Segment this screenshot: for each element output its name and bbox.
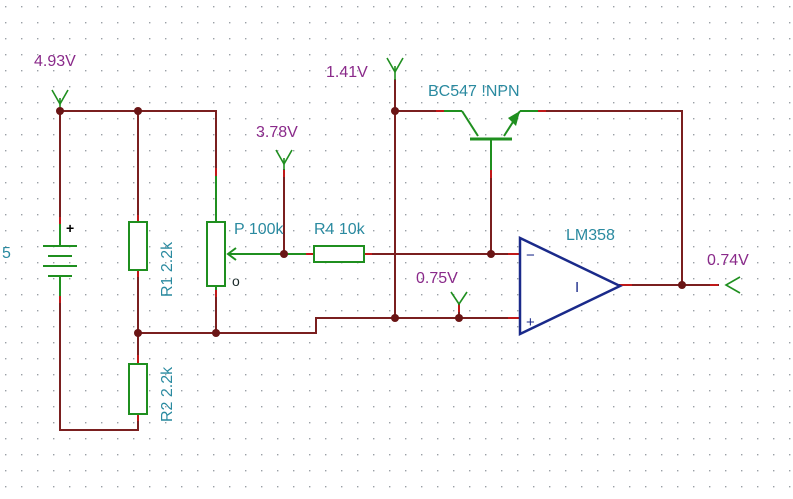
probe-battery-top-label: 4.93V (34, 53, 76, 70)
junction-wiper (280, 250, 288, 258)
probe-collector[interactable]: 1.41V (326, 57, 404, 81)
wire-mid-rail (137, 317, 521, 334)
transistor-label: BC547 !NPN (428, 83, 520, 100)
r2-body[interactable] (128, 363, 148, 415)
q-collector-diag (461, 110, 479, 137)
probe-output-icon (724, 276, 741, 294)
probe-wiper[interactable]: 3.78V (256, 124, 298, 170)
junction-top-left (56, 107, 64, 115)
resistor-r1[interactable]: R1 2.2k (128, 221, 176, 297)
grid (5, 6, 791, 488)
junction-collector (391, 107, 399, 115)
pot-label: P 100k (234, 221, 285, 238)
transistor-bc547[interactable]: BC547 !NPN (428, 83, 538, 170)
potentiometer[interactable]: P 100k o (206, 176, 306, 290)
probe-collector-label: 1.41V (326, 64, 368, 81)
probe-noninv-icon (450, 291, 468, 306)
junction-collector-bottom (391, 314, 399, 322)
battery-value-label: 5 (2, 245, 11, 262)
probe-output[interactable]: 0.74V (707, 252, 749, 294)
junction-pot-bottom (212, 329, 220, 337)
wires (59, 79, 719, 431)
pin-stubs (59, 110, 718, 421)
r2-label: R2 2.2k (159, 366, 176, 422)
pot-body[interactable] (206, 221, 226, 287)
resistor-r4[interactable]: R4 10k (313, 221, 366, 263)
probe-wiper-label: 3.78V (256, 124, 298, 141)
wire-emitter-h (539, 110, 683, 286)
resistor-r2[interactable]: R2 2.2k (128, 363, 176, 422)
wire-top-rail (59, 110, 217, 173)
r4-label: R4 10k (314, 221, 366, 238)
junction-r1-r2 (134, 329, 142, 337)
probe-battery-top[interactable]: 4.93V (34, 53, 76, 111)
junction-base (487, 250, 495, 258)
r1-label: R1 2.2k (159, 241, 176, 297)
battery-plus-sign: + (66, 220, 74, 236)
junction-noninv (455, 314, 463, 322)
opamp-lm358[interactable]: − + I LM358 (518, 227, 623, 336)
probe-output-label: 0.74V (707, 252, 749, 269)
junction-output (678, 281, 686, 289)
r4-body[interactable] (313, 245, 365, 263)
q-emitter-arrow (508, 111, 520, 126)
opamp-plus-sign: + (526, 314, 535, 331)
probes: 4.93V 1.41V 3.78V 0.75V 0.74V (34, 53, 749, 306)
opamp-label: LM358 (566, 227, 615, 244)
opamp-body[interactable] (518, 236, 623, 336)
probe-noninv-label: 0.75V (416, 270, 458, 287)
opamp-marker: I (575, 279, 579, 296)
pot-marker: o (232, 273, 240, 289)
battery: + 5 (2, 220, 77, 296)
r1-body[interactable] (128, 221, 148, 271)
wire-battery-bottom (59, 297, 139, 431)
junctions (56, 107, 686, 337)
junction-r1-top (134, 107, 142, 115)
probe-noninv[interactable]: 0.75V (416, 270, 468, 306)
opamp-minus-sign: − (526, 247, 535, 264)
